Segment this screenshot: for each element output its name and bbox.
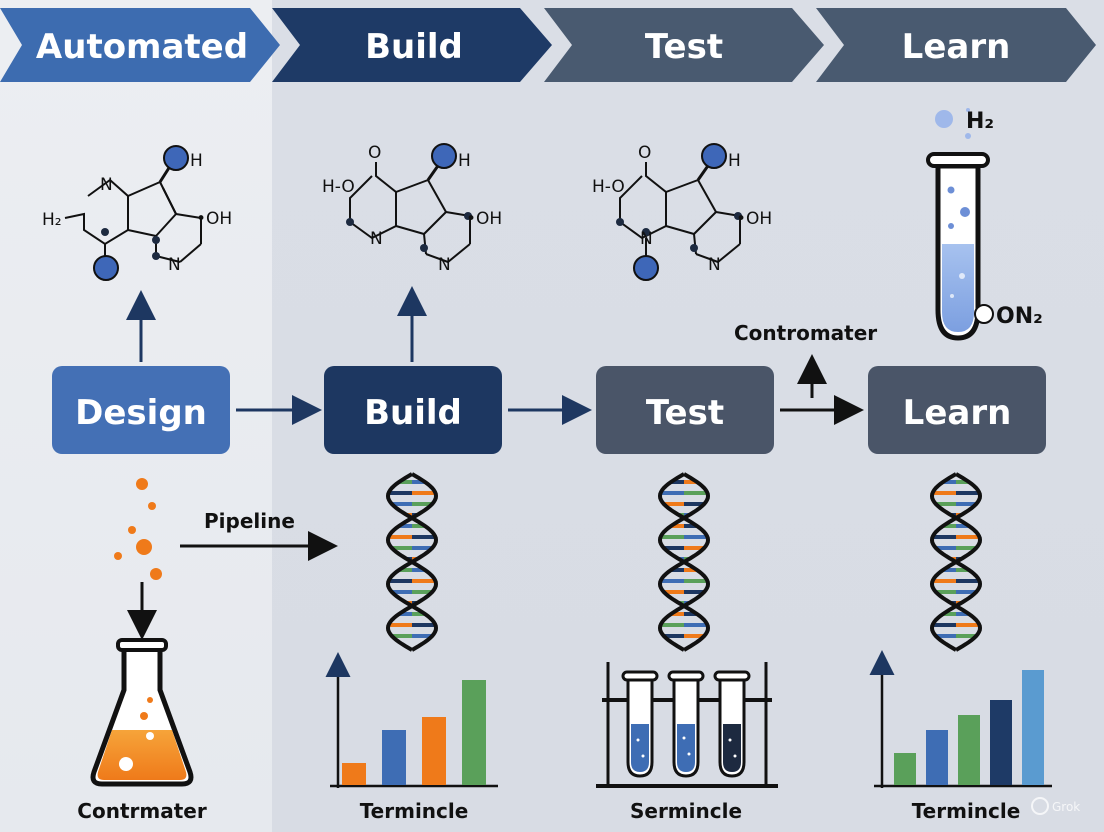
dna-helix-icon [657, 472, 711, 652]
pipeline-label: Pipeline [204, 509, 295, 533]
test-box-label: Test [646, 393, 724, 433]
rack-tube [713, 670, 751, 778]
cycle-row: Design Build Test Learn [52, 366, 1046, 454]
atom-label: •OH [736, 209, 772, 229]
chevron-build [272, 8, 552, 82]
dna-helix-icon [385, 472, 439, 652]
dna-helices [385, 472, 983, 652]
chevron-test-label: Test [645, 27, 723, 67]
atom-sphere-icon [163, 145, 189, 171]
learn-chart-bar [926, 730, 948, 785]
build-chart-bar [382, 730, 406, 785]
contromater-label: Contromater [734, 321, 877, 345]
chevron-learn-label: Learn [902, 27, 1011, 67]
atom-label: N [438, 255, 451, 275]
build-box-label: Build [364, 393, 462, 433]
atom-label: H-O [592, 177, 625, 197]
droplets [114, 478, 162, 580]
design-box [52, 366, 230, 454]
chevron-automated-label: Automated [36, 27, 248, 67]
atom-label: N [168, 255, 181, 275]
atom-sphere-icon [633, 255, 659, 281]
atom-label: N [370, 229, 383, 249]
rack-tube [667, 670, 705, 778]
watermark: Grok [1031, 797, 1080, 815]
learn-box-label: Learn [903, 393, 1012, 433]
atom-label: H [458, 151, 471, 171]
molecule-build-atoms: O H-O N H •OH N [322, 143, 502, 275]
atom-sphere-icon [701, 143, 727, 169]
tube-rack [596, 662, 778, 788]
flask-caption: Contrmater [77, 799, 207, 823]
tube-formula-side: ON₂ [996, 304, 1043, 329]
atom-sphere-icon [431, 143, 457, 169]
learn-chart-bar [990, 700, 1012, 785]
atom-label: N [100, 175, 113, 195]
build-chart-bar [342, 763, 366, 785]
molecule-design [64, 159, 202, 263]
learn-chart-bar [958, 715, 980, 785]
build-box [324, 366, 502, 454]
learn-chart [869, 650, 1052, 788]
build-chart [325, 652, 498, 788]
test-tube-illustration: H₂ ON₂ [926, 108, 1043, 341]
learn-chart-bar [1022, 670, 1044, 785]
atom-label: H [728, 151, 741, 171]
atom-label: H [190, 151, 203, 171]
chevron-test [544, 8, 824, 82]
atom-label: •OH [196, 209, 232, 229]
atom-label: H₂ [42, 210, 62, 230]
atom-label: O [638, 143, 651, 163]
tube-formula-top: H₂ [966, 109, 994, 134]
rack-tube [621, 670, 659, 778]
learn-chart-bar [894, 753, 916, 785]
atom-label: N [640, 229, 653, 249]
chevron-automated [0, 8, 280, 82]
atom-label: H-O [322, 177, 355, 197]
watermark-text: Grok [1052, 800, 1080, 814]
build-chart-bar [462, 680, 486, 785]
atom-label: •OH [466, 209, 502, 229]
molecule-design-atoms: H₂ N H •OH N [42, 145, 232, 281]
atom-label: N [708, 255, 721, 275]
flask-icon [90, 638, 194, 787]
molecule-test-atoms: O H-O N H •OH N [592, 143, 772, 281]
dna-helix-icon [929, 472, 983, 652]
atom-sphere-icon [93, 255, 119, 281]
chevron-learn [816, 8, 1096, 82]
molecule-build [349, 159, 471, 263]
design-box-label: Design [75, 393, 207, 433]
header-chevrons: Automated Build Test Learn [0, 8, 1096, 82]
test-box [596, 366, 774, 454]
build-caption: Termincle [360, 799, 469, 823]
learn-box [868, 366, 1046, 454]
molecule-test [619, 159, 741, 263]
atom-label: O [368, 143, 381, 163]
test-caption: Sermincle [630, 799, 742, 823]
build-chart-bar [422, 717, 446, 785]
chevron-build-label: Build [365, 27, 463, 67]
learn-caption: Termincle [912, 799, 1021, 823]
